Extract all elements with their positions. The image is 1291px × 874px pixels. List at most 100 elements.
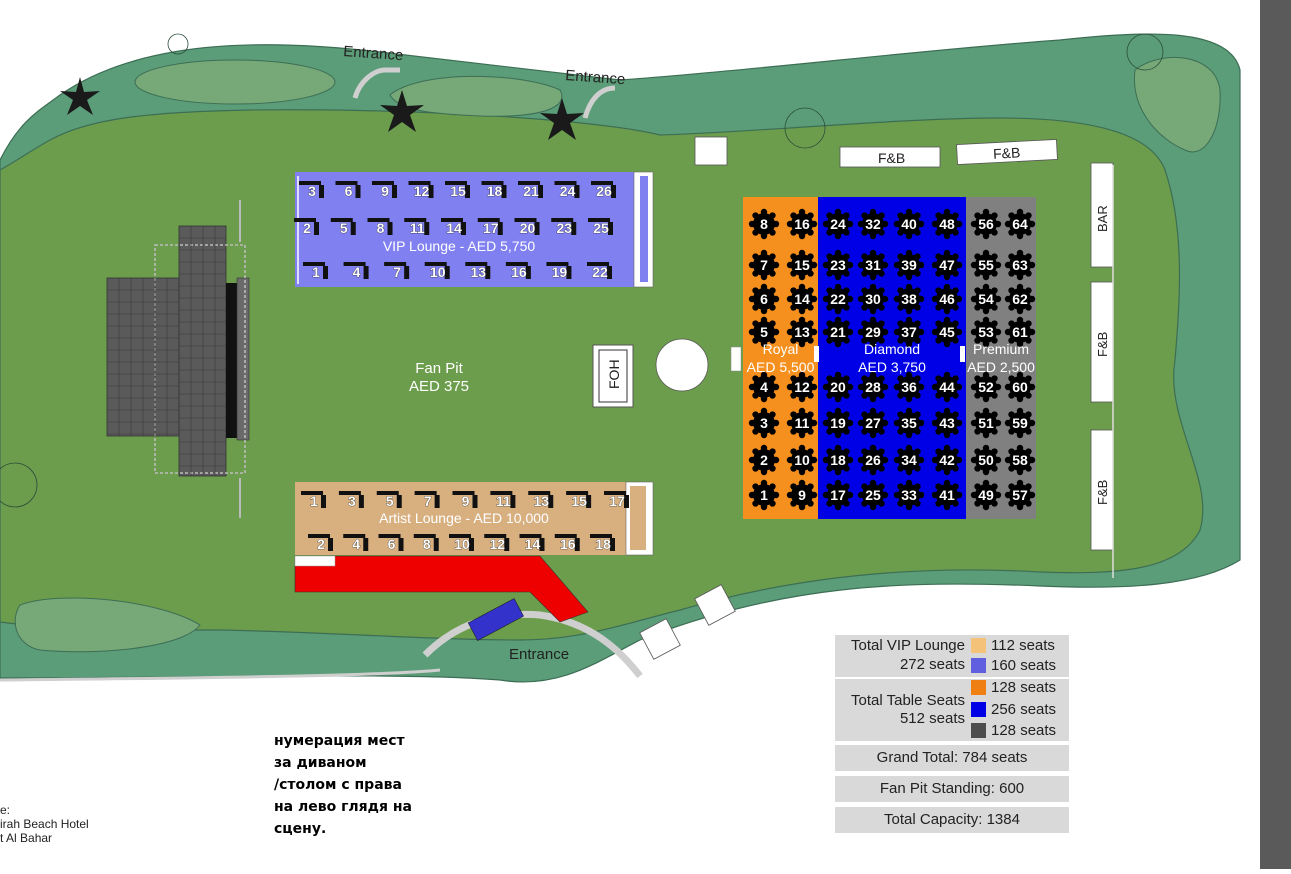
lounge-seat-number[interactable]: 23	[556, 220, 572, 237]
table-number[interactable]: 23	[830, 257, 846, 273]
round-table[interactable]	[753, 321, 775, 343]
table-number[interactable]: 33	[901, 487, 917, 503]
table-number[interactable]: 50	[978, 452, 994, 468]
table-number[interactable]: 63	[1012, 257, 1028, 273]
lounge-seat-number[interactable]: 4	[352, 264, 361, 281]
table-number[interactable]: 40	[901, 216, 917, 232]
round-table[interactable]	[936, 254, 958, 276]
round-table[interactable]	[827, 376, 849, 398]
table-number[interactable]: 35	[901, 415, 917, 431]
table-number[interactable]: 46	[939, 291, 955, 307]
table-number[interactable]: 15	[794, 257, 810, 273]
table-number[interactable]: 4	[760, 379, 768, 395]
lounge-seat-number[interactable]: 2	[317, 536, 326, 553]
lounge-seat-number[interactable]: 7	[393, 264, 402, 281]
lounge-seat-number[interactable]: 19	[551, 264, 568, 281]
round-table[interactable]	[862, 288, 884, 310]
table-number[interactable]: 19	[830, 415, 846, 431]
round-table[interactable]	[898, 288, 920, 310]
round-table[interactable]	[827, 254, 849, 276]
round-table[interactable]	[975, 412, 997, 434]
round-table[interactable]	[975, 288, 997, 310]
lounge-seat-number[interactable]: 11	[496, 493, 512, 510]
round-table[interactable]	[936, 213, 958, 235]
round-table[interactable]	[791, 412, 813, 434]
lounge-seat-number[interactable]: 18	[595, 536, 611, 553]
table-number[interactable]: 42	[939, 452, 955, 468]
round-table[interactable]	[862, 484, 884, 506]
round-table[interactable]	[1009, 321, 1031, 343]
lounge-seat-number[interactable]: 5	[340, 220, 349, 237]
round-table[interactable]	[1009, 484, 1031, 506]
table-number[interactable]: 39	[901, 257, 917, 273]
table-number[interactable]: 61	[1012, 324, 1028, 340]
round-table[interactable]	[753, 288, 775, 310]
table-number[interactable]: 64	[1012, 216, 1028, 232]
table-number[interactable]: 57	[1012, 487, 1028, 503]
lounge-seat-number[interactable]: 12	[489, 536, 505, 553]
page-scrollbar[interactable]	[1260, 0, 1291, 869]
lounge-seat-number[interactable]: 3	[348, 493, 357, 510]
table-number[interactable]: 24	[830, 216, 846, 232]
round-table[interactable]	[1009, 213, 1031, 235]
table-number[interactable]: 60	[1012, 379, 1028, 395]
table-number[interactable]: 59	[1012, 415, 1028, 431]
table-number[interactable]: 26	[865, 452, 881, 468]
round-table[interactable]	[791, 288, 813, 310]
table-number[interactable]: 51	[978, 415, 994, 431]
round-table[interactable]	[975, 449, 997, 471]
table-number[interactable]: 53	[978, 324, 994, 340]
round-table[interactable]	[975, 484, 997, 506]
table-number[interactable]: 10	[794, 452, 810, 468]
lounge-seat-number[interactable]: 1	[312, 264, 321, 281]
round-table[interactable]	[827, 412, 849, 434]
lounge-seat-number[interactable]: 4	[352, 536, 361, 553]
table-number[interactable]: 43	[939, 415, 955, 431]
lounge-seat-number[interactable]: 10	[454, 536, 470, 553]
table-number[interactable]: 56	[978, 216, 994, 232]
table-number[interactable]: 45	[939, 324, 955, 340]
table-number[interactable]: 29	[865, 324, 881, 340]
round-table[interactable]	[898, 376, 920, 398]
round-table[interactable]	[1009, 412, 1031, 434]
table-number[interactable]: 31	[865, 257, 881, 273]
round-table[interactable]	[936, 288, 958, 310]
lounge-seat-number[interactable]: 14	[446, 220, 462, 237]
lounge-seat-number[interactable]: 16	[560, 536, 576, 553]
table-number[interactable]: 44	[939, 379, 955, 395]
lounge-seat-number[interactable]: 3	[308, 183, 317, 200]
table-number[interactable]: 28	[865, 379, 881, 395]
table-number[interactable]: 5	[760, 324, 768, 340]
lounge-seat-number[interactable]: 2	[303, 220, 312, 237]
round-table[interactable]	[791, 449, 813, 471]
round-table[interactable]	[898, 449, 920, 471]
table-number[interactable]: 20	[830, 379, 846, 395]
round-table[interactable]	[753, 449, 775, 471]
table-number[interactable]: 16	[794, 216, 810, 232]
table-number[interactable]: 7	[760, 257, 768, 273]
table-number[interactable]: 41	[939, 487, 955, 503]
round-table[interactable]	[898, 412, 920, 434]
lounge-seat-number[interactable]: 8	[376, 220, 385, 237]
table-number[interactable]: 8	[760, 216, 768, 232]
table-number[interactable]: 48	[939, 216, 955, 232]
round-table[interactable]	[753, 376, 775, 398]
table-number[interactable]: 14	[794, 291, 810, 307]
table-number[interactable]: 62	[1012, 291, 1028, 307]
table-number[interactable]: 27	[865, 415, 881, 431]
round-table[interactable]	[936, 321, 958, 343]
lounge-seat-number[interactable]: 14	[524, 536, 541, 553]
lounge-seat-number[interactable]: 18	[486, 183, 503, 200]
round-table[interactable]	[936, 449, 958, 471]
round-table[interactable]	[753, 412, 775, 434]
table-number[interactable]: 58	[1012, 452, 1028, 468]
table-number[interactable]: 49	[978, 487, 994, 503]
table-number[interactable]: 3	[760, 415, 768, 431]
round-table[interactable]	[1009, 449, 1031, 471]
table-number[interactable]: 2	[760, 452, 768, 468]
round-table[interactable]	[791, 484, 813, 506]
lounge-seat-number[interactable]: 1	[310, 493, 319, 510]
table-number[interactable]: 11	[795, 415, 810, 431]
lounge-seat-number[interactable]: 13	[533, 493, 549, 510]
table-number[interactable]: 52	[978, 379, 994, 395]
